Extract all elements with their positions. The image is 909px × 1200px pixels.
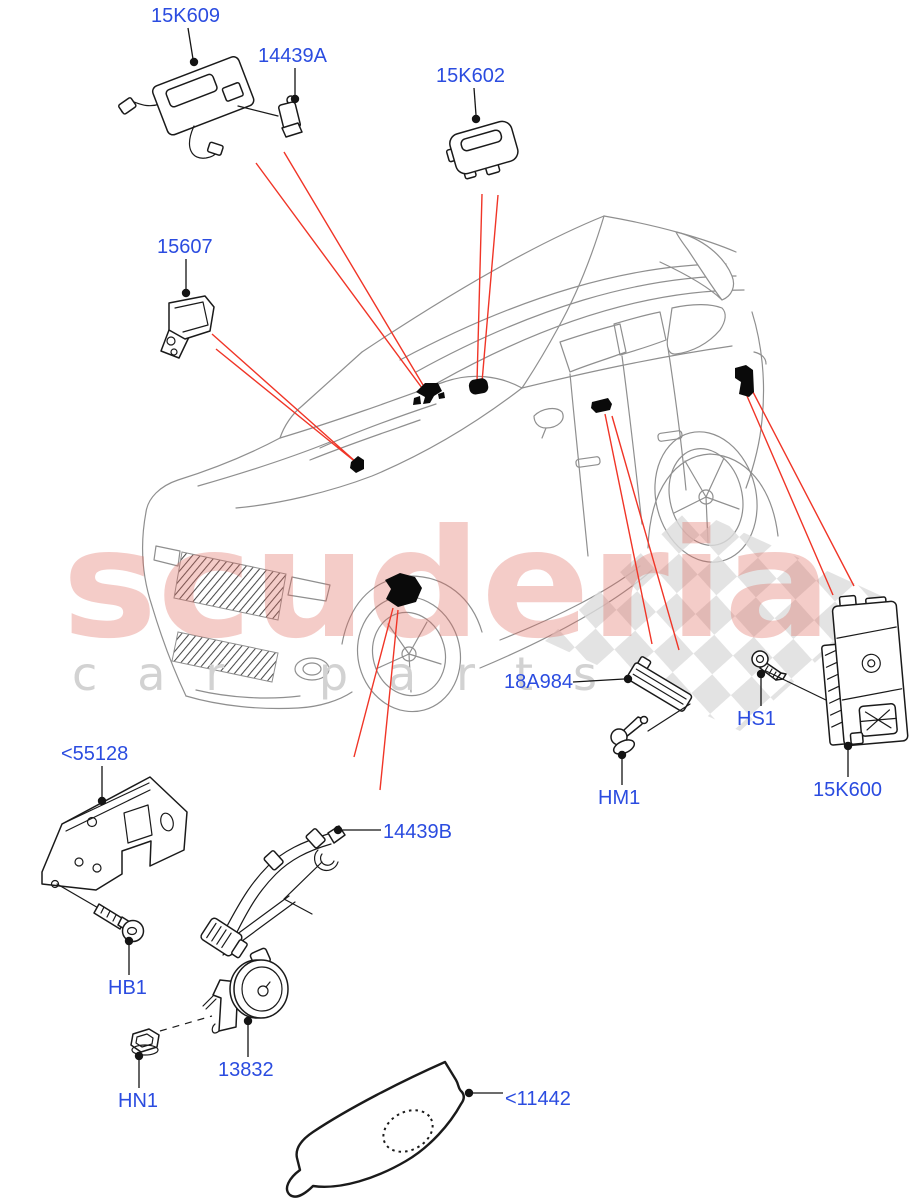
location-marker-windshield — [350, 456, 364, 473]
location-marker-cowl — [413, 383, 445, 405]
part-drawing-15K602 — [445, 120, 519, 180]
part-label-HN1[interactable]: HN1 — [118, 1090, 159, 1112]
part-drawing-13832 — [202, 947, 289, 1034]
part-drawing-11442 — [285, 1060, 465, 1198]
part-drawing-15K600 — [821, 594, 909, 747]
part-drawing-14439A — [278, 95, 303, 138]
part-drawing-18A984 — [626, 656, 693, 732]
part-label-15K609[interactable]: 15K609 — [151, 5, 220, 27]
part-drawing-HM1 — [610, 715, 649, 755]
part-label-14439B[interactable]: 14439B — [383, 821, 452, 843]
part-label-14439A[interactable]: 14439A — [258, 45, 327, 67]
part-drawing-15K609 — [118, 56, 279, 159]
part-label-HB1[interactable]: HB1 — [108, 977, 147, 999]
part-drawing-HS1 — [751, 650, 829, 702]
part-drawing-15607 — [160, 295, 215, 359]
location-markers — [350, 365, 754, 607]
part-label-18A984[interactable]: 18A984 — [504, 671, 573, 693]
callout-leader-lines — [97, 27, 853, 1098]
part-label-15K602[interactable]: 15K602 — [436, 65, 505, 87]
part-drawing-14439B — [200, 825, 346, 959]
location-marker-rear-quarter — [735, 365, 754, 397]
part-label-13832[interactable]: 13832 — [218, 1059, 274, 1081]
part-label-11442[interactable]: <11442 — [505, 1088, 571, 1110]
location-marker-fender — [385, 573, 422, 607]
part-label-15K600[interactable]: 15K600 — [813, 779, 882, 801]
part-label-HS1[interactable]: HS1 — [737, 708, 776, 730]
part-label-15607[interactable]: 15607 — [157, 236, 213, 258]
part-drawing-HB1 — [93, 903, 145, 943]
part-drawing-HN1 — [130, 1015, 213, 1056]
part-label-HM1[interactable]: HM1 — [598, 787, 641, 809]
location-marker-bpillar — [591, 398, 612, 413]
location-marker-roof — [468, 378, 489, 395]
part-label-55128[interactable]: <55128 — [61, 743, 129, 765]
red-locator-lines — [211, 151, 855, 791]
watermark-brand-text: scuderia — [62, 498, 832, 672]
part-drawing-55128 — [41, 776, 188, 910]
